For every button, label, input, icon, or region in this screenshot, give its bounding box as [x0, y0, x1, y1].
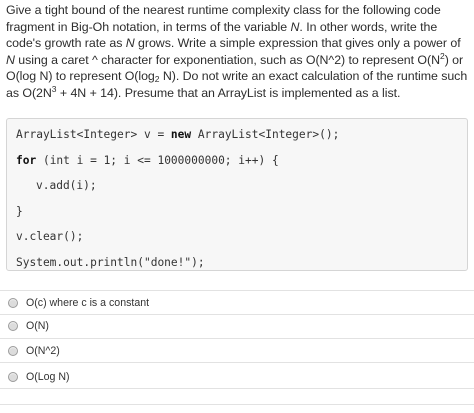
question-text-part: + 4N + 14). Presume that an ArrayList is…: [56, 85, 401, 100]
answer-option-linear[interactable]: O(N): [8, 317, 49, 335]
answer-option-label: O(Log N): [26, 371, 70, 383]
code-keyword: new: [170, 128, 192, 141]
question-text: Give a tight bound of the nearest runtim…: [6, 2, 468, 102]
code-text: ArrayList<Integer> v =: [16, 128, 171, 141]
question-text-part: ) or O(log N) to represent O(log: [6, 52, 464, 84]
divider: [0, 404, 474, 405]
code-line-6: System.out.println("done!");: [16, 256, 205, 269]
code-line-5: v.clear();: [16, 230, 84, 243]
question-text-part: using a caret ^ character for exponentia…: [14, 52, 440, 67]
question-text-part: N). Do not write an exact calculation of…: [6, 69, 468, 100]
answer-option-label: O(N): [26, 320, 49, 332]
answer-option-label: O(c) where c is a constant: [26, 297, 150, 309]
divider: [0, 362, 474, 363]
code-block: ArrayList<Integer> v = new ArrayList<Int…: [6, 118, 468, 271]
answer-option-quadratic[interactable]: O(N^2): [8, 342, 60, 360]
answer-option-constant[interactable]: O(c) where c is a constant: [8, 294, 149, 312]
superscript: 3: [51, 83, 57, 94]
question-variable-n: N: [125, 36, 135, 51]
radio-button[interactable]: [8, 346, 18, 356]
question-text-part: . In other words, write the code's growt…: [6, 19, 438, 51]
question-variable-n: N: [6, 52, 15, 67]
radio-button[interactable]: [8, 321, 18, 331]
superscript: 2: [440, 50, 445, 61]
question-variable-n: N: [290, 19, 300, 34]
divider: [0, 338, 474, 339]
code-line-2: for (int i = 1; i <= 1000000000; i++) {: [16, 153, 279, 169]
radio-button[interactable]: [8, 298, 18, 308]
radio-button[interactable]: [8, 372, 18, 382]
code-line-4: }: [16, 205, 23, 218]
question-text-part: grows. Write a simple expression that gi…: [134, 36, 461, 51]
answer-option-logarithmic[interactable]: O(Log N): [8, 368, 70, 386]
subscript: 2: [154, 74, 160, 85]
question-text-part: Give a tight bound of the nearest runtim…: [6, 3, 441, 34]
divider: [0, 290, 474, 291]
divider: [0, 388, 474, 389]
code-text: (int i = 1; i <= 1000000000; i++) {: [36, 154, 279, 167]
code-text: ArrayList<Integer>();: [191, 128, 340, 141]
answer-option-label: O(N^2): [26, 345, 60, 357]
code-keyword: for: [16, 154, 37, 167]
code-line-1: ArrayList<Integer> v = new ArrayList<Int…: [16, 127, 339, 143]
divider: [0, 314, 474, 315]
code-line-3: v.add(i);: [36, 179, 97, 192]
